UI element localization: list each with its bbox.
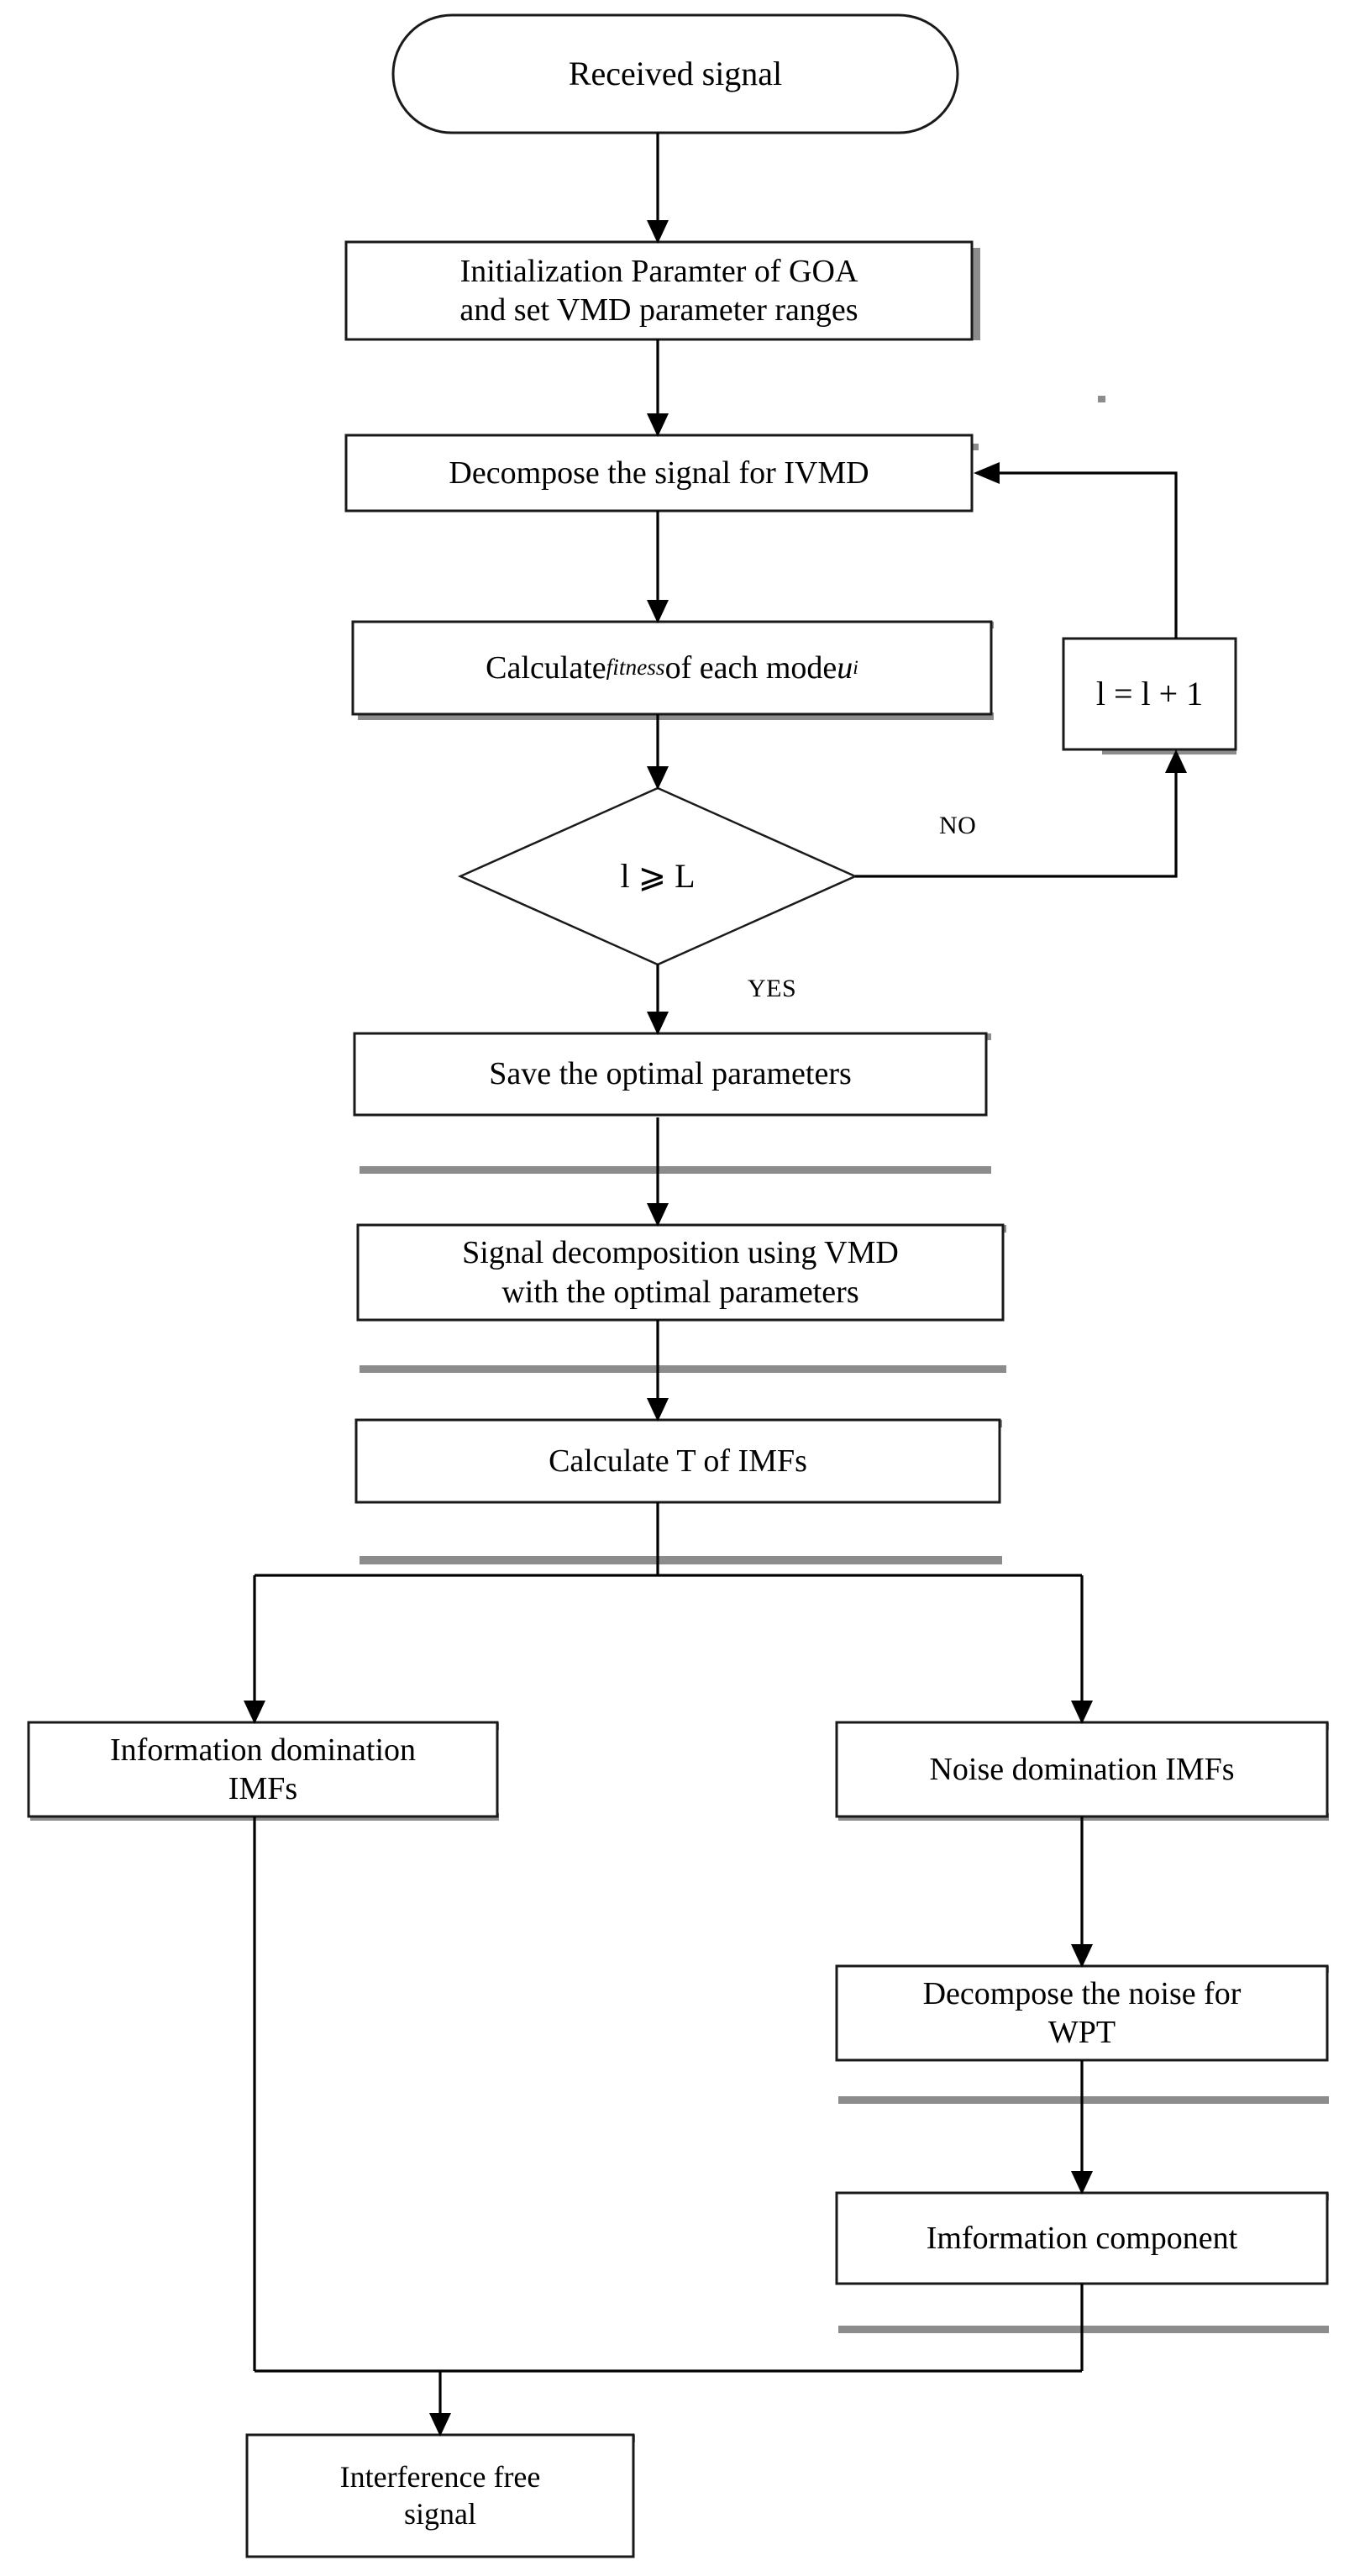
arrowhead-calc-t (647, 1398, 669, 1422)
edge-label-no: NO (939, 812, 977, 839)
node-loop-increment[interactable] (1062, 637, 1237, 751)
shadow-calc-fitness (358, 712, 994, 720)
node-interference-free-signal[interactable] (245, 2433, 635, 2558)
arrowhead-init (647, 220, 669, 244)
node-decompose-ivmd[interactable] (344, 434, 974, 513)
edge-decision-no (855, 763, 1178, 878)
node-calc-fitness[interactable] (351, 620, 993, 716)
node-save-params[interactable] (353, 1032, 988, 1117)
edge-loop-back-to-ivmd (995, 471, 1178, 639)
arrowhead-interference-free (429, 2413, 451, 2437)
node-noise-dom-imfs[interactable] (835, 1721, 1329, 1818)
shadow-save-params (360, 1166, 991, 1174)
node-decision[interactable] (457, 786, 858, 966)
shadow-loop-inc (1102, 748, 1236, 754)
shadow-wpt (838, 2096, 1329, 2104)
node-calc-t-imfs[interactable] (354, 1418, 1001, 1504)
edge-label-yes: YES (748, 975, 797, 1002)
shadow-calc-t (360, 1556, 1002, 1564)
node-info-dom-imfs[interactable] (27, 1721, 499, 1818)
arrowhead-noise-dom (1071, 1701, 1093, 1724)
arrowhead-ivmd (647, 413, 669, 437)
node-received-signal[interactable] (391, 13, 959, 134)
arrowhead-fitness (647, 600, 669, 623)
arrowhead-info-dom (244, 1701, 265, 1724)
arrowhead-decision (647, 766, 669, 790)
shadow-init-goa-r (972, 248, 980, 340)
arrowhead-wpt (1071, 1944, 1093, 1968)
node-decompose-wpt[interactable] (835, 1964, 1329, 2062)
node-information-component[interactable] (835, 2191, 1329, 2285)
node-init-goa[interactable] (344, 240, 974, 341)
arrowhead-loop-increment (1165, 749, 1187, 773)
shadow-loop-box (1098, 396, 1105, 402)
shadow-info-comp (838, 2326, 1329, 2333)
shadow-signal-decomp (360, 1365, 1006, 1373)
arrowhead-back-to-ivmd (974, 462, 1000, 484)
arrowhead-save-params (647, 1012, 669, 1035)
arrowhead-information-component (1071, 2171, 1093, 2195)
arrowhead-signal-decomposition (647, 1203, 669, 1227)
node-signal-decomposition[interactable] (356, 1223, 1005, 1322)
